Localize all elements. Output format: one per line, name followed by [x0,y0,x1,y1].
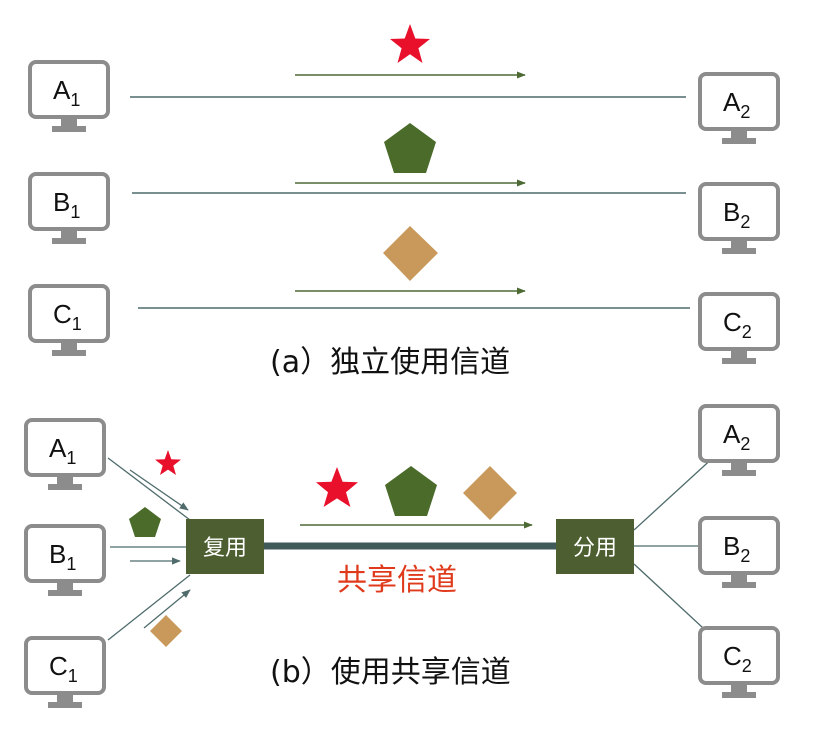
svg-text:A1: A1 [53,75,80,110]
svg-text:C1: C1 [49,651,78,686]
svg-text:B1: B1 [49,539,76,574]
receiver-a2: A2 [698,72,780,144]
sender-subscript: 1 [68,666,78,686]
link-line [107,457,191,521]
receiver-letter: C [723,641,742,671]
receiver-letter: C [723,307,742,337]
sender-b1-shared: B1 [24,524,106,596]
caption-a: (a）独立使用信道 [270,345,510,380]
monitor-icon [28,284,110,356]
diamond-icon [463,466,517,520]
sender-c1: C1 [28,284,110,356]
mux-label: 复用 [203,536,247,561]
svg-text:C2: C2 [723,641,752,676]
receiver-subscript: 2 [740,546,750,566]
sender-b1: B1 [28,172,110,244]
monitor-icon [24,524,106,596]
receiver-letter: A [723,87,741,117]
monitor-icon [698,72,780,144]
sender-c1-shared: C1 [24,636,106,708]
receiver-subscript: 2 [740,434,750,454]
direction-arrow [129,469,189,511]
monitor-icon [698,404,780,476]
receiver-subscript: 2 [740,212,750,232]
part-a: A1 B1 C1 A2 [28,24,780,380]
receiver-subscript: 2 [742,656,752,676]
demux-label: 分用 [573,536,617,561]
svg-text:B2: B2 [723,197,750,232]
pentagon-icon [129,507,161,537]
svg-text:C1: C1 [53,299,82,334]
svg-text:B2: B2 [723,531,750,566]
sender-letter: B [49,539,66,569]
direction-arrow [143,589,191,629]
svg-text:C2: C2 [723,307,752,342]
monitor-icon [698,626,780,698]
pentagon-icon [385,466,437,516]
monitor-icon [28,60,110,132]
diamond-icon [150,615,182,647]
monitor-icon [698,292,780,364]
demux-box: 分用 [556,519,634,574]
star-icon [390,24,430,63]
sender-a1-shared: A1 [24,418,106,490]
monitor-icon [24,418,106,490]
receiver-a2-shared: A2 [698,404,780,476]
receiver-subscript: 2 [742,322,752,342]
sender-letter: B [53,187,70,217]
sender-subscript: 1 [70,90,80,110]
receiver-c2: C2 [698,292,780,364]
svg-text:A1: A1 [49,433,76,468]
svg-text:A2: A2 [723,87,750,122]
receiver-subscript: 2 [740,102,750,122]
svg-text:A2: A2 [723,419,750,454]
receiver-c2-shared: C2 [698,626,780,698]
star-icon [316,467,358,507]
link-line [633,454,717,531]
sender-letter: C [53,299,72,329]
part-b: 共享信道 复用 分用 A1 [24,404,780,708]
sender-subscript: 1 [66,554,76,574]
caption-b: (b）使用共享信道 [270,655,511,690]
row-b [132,123,686,194]
receiver-b2-shared: B2 [698,516,780,588]
monitor-icon [698,182,780,254]
sender-subscript: 1 [66,448,76,468]
shared-channel-label: 共享信道 [337,563,457,598]
pentagon-icon [384,123,436,173]
link-line [107,574,191,641]
receiver-b2: B2 [698,182,780,254]
receiver-letter: B [723,531,740,561]
monitor-icon [24,636,106,708]
svg-text:B1: B1 [53,187,80,222]
sender-a1: A1 [28,60,110,132]
sender-subscript: 1 [72,314,82,334]
receiver-letter: B [723,197,740,227]
mux-box: 复用 [186,519,264,574]
row-a [130,24,686,98]
sender-letter: A [53,75,71,105]
sender-subscript: 1 [70,202,80,222]
sender-letter: C [49,651,68,681]
row-c [138,226,690,309]
sender-letter: A [49,433,67,463]
monitor-icon [28,172,110,244]
star-icon [155,450,181,475]
diamond-icon [383,226,438,281]
receiver-letter: A [723,419,741,449]
monitor-icon [698,516,780,588]
